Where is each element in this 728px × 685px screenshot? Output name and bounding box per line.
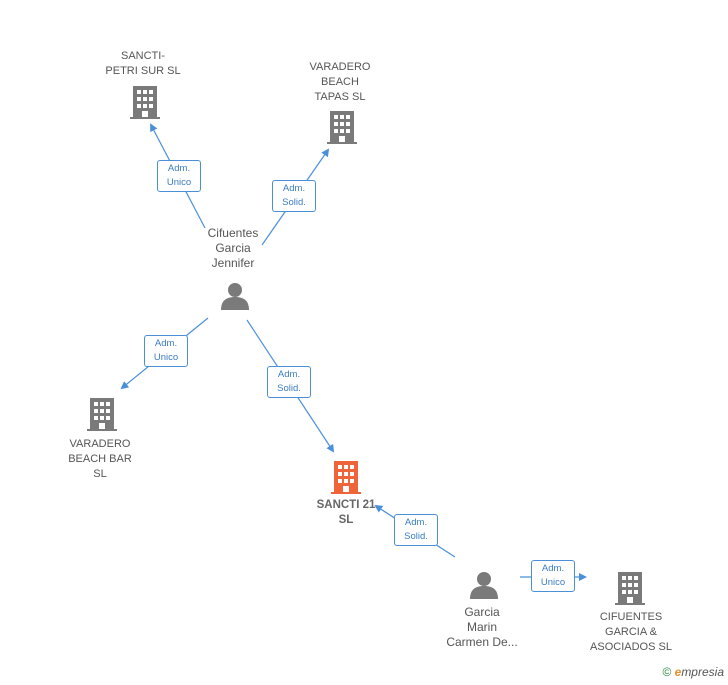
node-label-varadero-tapas[interactable]: VARADERO BEACH TAPAS SL [309,61,371,103]
building-icon [615,572,645,605]
node-label-cifuentes-asociados[interactable]: CIFUENTES GARCIA & ASOCIADOS SL [590,611,672,653]
node-label-sancti21[interactable]: SANCTI 21 SL [316,499,376,526]
edge-label-adm-unico: Adm. Unico [157,160,201,192]
person-icon [470,572,498,599]
building-icon [327,111,357,144]
building-icon-main [331,461,361,494]
brand-name: mpresia [681,665,724,679]
edge-label-adm-solid: Adm. Solid. [394,514,438,546]
edge-label-adm-solid: Adm. Solid. [267,366,311,398]
edge-label-adm-unico: Adm. Unico [144,335,188,367]
building-icon [130,86,160,119]
brand-initial: e [674,665,682,679]
node-label-sancti-petri[interactable]: SANCTI- PETRI SUR SL [105,50,181,77]
edge-label-adm-solid: Adm. Solid. [272,180,316,212]
edge-label-adm-unico: Adm. Unico [531,560,575,592]
person-icon [221,283,249,310]
brand-footer: © empresia [662,665,724,679]
node-label-garcia-marin[interactable]: Garcia Marin Carmen De... [446,605,518,649]
node-label-varadero-bar[interactable]: VARADERO BEACH BAR SL [68,438,132,480]
node-label-cifuentes-jennifer[interactable]: Cifuentes Garcia Jennifer [207,226,259,270]
copyright-symbol: © [662,665,672,679]
building-icon [87,398,117,431]
